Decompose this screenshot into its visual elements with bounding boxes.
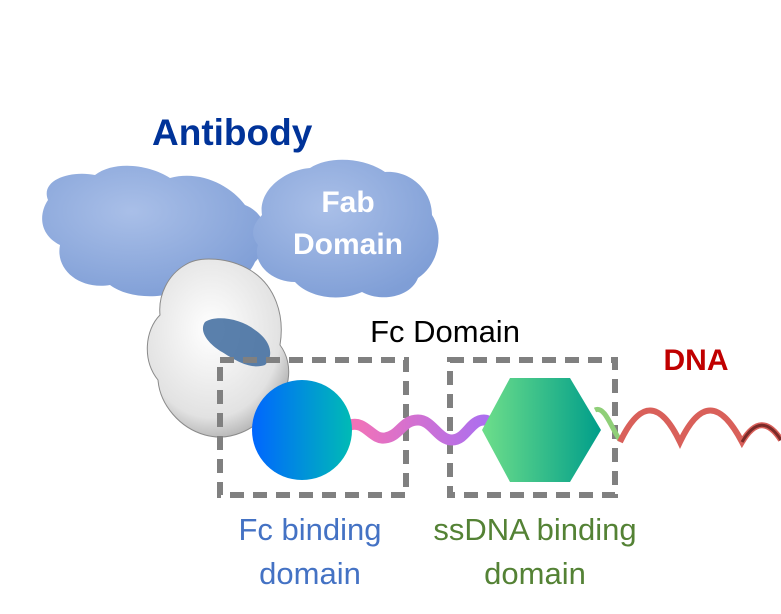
fc-binding-domain-circle (252, 380, 352, 480)
fc-binding-domain-label-line2: domain (259, 556, 361, 591)
ssdna-binding-domain-label-line2: domain (484, 556, 586, 591)
ssdna-binding-domain-label-line1: ssDNA binding (433, 512, 636, 547)
fc-binding-domain-label-line1: Fc binding (238, 512, 381, 547)
fab-domain-label-line2: Domain (293, 228, 403, 261)
dna-helix (593, 406, 781, 449)
fc-binding-site (202, 318, 271, 367)
fc-domain-label: Fc Domain (370, 314, 520, 349)
antibody-label: Antibody (152, 112, 313, 153)
dna-label: DNA (664, 344, 729, 377)
linker-wave (344, 414, 506, 446)
fab-right-lobe (253, 159, 439, 298)
ssdna-binding-domain-hexagon (482, 378, 601, 482)
antibody-structure (42, 159, 439, 438)
fab-domain-label-line1: Fab (321, 186, 374, 219)
